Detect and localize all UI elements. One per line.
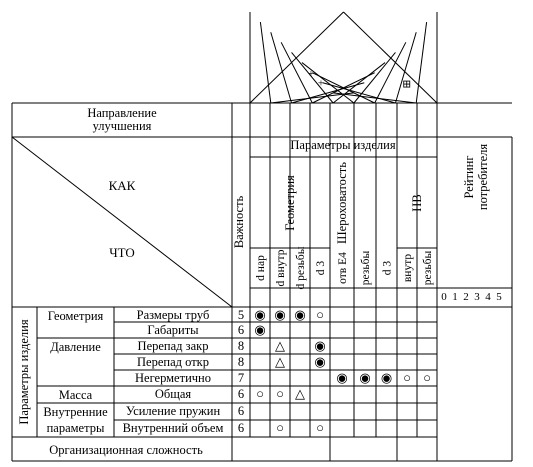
rating-scale-tick: 3 xyxy=(474,291,480,303)
kak-label: КАК xyxy=(109,178,136,193)
rating-scale-tick: 1 xyxy=(452,291,458,303)
row-label: Перепад откр xyxy=(137,355,209,369)
col-label: внутр xyxy=(402,254,414,283)
roof-line xyxy=(332,62,386,104)
rating-scale-tick: 5 xyxy=(496,291,502,303)
relationship-mark: ◉ xyxy=(254,307,265,322)
roof-line xyxy=(353,52,396,104)
col-label: резьбы xyxy=(422,251,434,286)
row-label: Размеры труб xyxy=(137,308,210,322)
product-params-label: Параметры изделия xyxy=(290,138,395,152)
roof-mark: + xyxy=(308,68,314,80)
col-label: d нар xyxy=(255,255,267,281)
relationship-mark: ◉ xyxy=(274,307,285,322)
importance-value: 6 xyxy=(238,323,244,337)
relationship-mark: ◉ xyxy=(254,322,265,337)
roof-line xyxy=(291,52,334,104)
col-label: d 3 xyxy=(315,261,327,276)
importance-value: 5 xyxy=(238,308,244,322)
col-group-label: Шероховатость xyxy=(335,162,349,244)
row-label: Усиление пружин xyxy=(126,404,221,418)
relationship-mark: △ xyxy=(295,386,305,401)
relationship-mark: ○ xyxy=(276,420,284,435)
relationship-mark: ◉ xyxy=(359,370,370,385)
relationship-mark: ○ xyxy=(423,370,431,385)
grid-lines xyxy=(11,102,513,462)
direction-label-line1: Направление xyxy=(87,106,157,120)
rating-label-line1: Рейтинг xyxy=(462,156,476,199)
chto-label: ЧТО xyxy=(109,245,135,260)
header-labels: Направление улучшения КАК ЧТО Важность П… xyxy=(17,106,490,457)
relationship-mark: △ xyxy=(275,338,285,353)
col-group-label: Геометрия xyxy=(283,175,297,231)
relationship-mark: ◉ xyxy=(314,354,325,369)
importance-value: 8 xyxy=(238,355,244,369)
direction-label-line2: улучшения xyxy=(93,119,152,133)
roof-line xyxy=(280,42,313,104)
col-label: d внутр xyxy=(275,249,287,286)
relationship-mark: ◉ xyxy=(314,338,325,353)
grid-line xyxy=(11,136,233,308)
row-side-label: Параметры изделия xyxy=(17,319,31,424)
row-group-label: Масса xyxy=(59,388,93,402)
importance-label: Важность xyxy=(232,195,246,248)
roof-line xyxy=(415,22,428,104)
roof-line xyxy=(333,92,417,104)
importance-value: 7 xyxy=(238,371,244,385)
col-label: d резьбы xyxy=(295,246,307,289)
relationship-mark: △ xyxy=(275,354,285,369)
importance-value: 6 xyxy=(238,404,244,418)
relationship-mark: ○ xyxy=(403,370,411,385)
relationship-mark: ○ xyxy=(316,307,324,322)
relationship-mark: ◉ xyxy=(381,370,392,385)
roof-line xyxy=(312,72,375,104)
row-label: Негерметично xyxy=(135,371,211,385)
roof-line xyxy=(394,32,417,104)
importance-value: 6 xyxy=(238,387,244,401)
importance-value: 6 xyxy=(238,421,244,435)
footer-label: Организационная сложность xyxy=(49,443,203,457)
rating-label-line2: потребителя xyxy=(476,144,490,210)
col-label: d 3 xyxy=(382,261,394,276)
row-group-label: параметры xyxy=(47,421,105,435)
rating-scale-tick: 0 xyxy=(441,291,447,303)
matrix-content: + + ⊞ Геометрия Шероховатость HB d нар d внутр d… xyxy=(43,68,502,435)
row-label: Перепад закр xyxy=(138,339,209,353)
rating-scale-tick: 4 xyxy=(485,291,491,303)
col-group-label: HB xyxy=(410,194,424,211)
relationship-mark: ◉ xyxy=(336,370,347,385)
roof-line xyxy=(270,92,354,104)
row-group-label: Внутренние xyxy=(43,405,108,419)
importance-value: 8 xyxy=(238,339,244,353)
roof-line xyxy=(270,32,293,104)
col-label: резьбы xyxy=(360,251,372,286)
roof-line xyxy=(301,62,355,104)
correlation-roof xyxy=(249,11,438,104)
roof-line xyxy=(322,82,396,104)
roof-mark: ⊞ xyxy=(402,78,411,90)
row-label: Габариты xyxy=(147,323,199,337)
roof-mark: + xyxy=(318,78,324,90)
relationship-mark: ○ xyxy=(256,386,264,401)
row-label: Внутренний объем xyxy=(123,421,224,435)
roof-line xyxy=(374,42,407,104)
col-label: отв E4 xyxy=(337,252,349,284)
relationship-mark: ◉ xyxy=(294,307,305,322)
rating-scale-tick: 2 xyxy=(463,291,469,303)
row-group-label: Геометрия xyxy=(48,309,104,323)
row-group-label: Давление xyxy=(50,340,101,354)
roof-edge xyxy=(343,11,438,104)
relationship-mark: ○ xyxy=(316,420,324,435)
row-label: Общая xyxy=(155,387,192,401)
relationship-mark: ○ xyxy=(276,386,284,401)
roof-line xyxy=(291,82,365,104)
roof-edge xyxy=(249,11,344,104)
roof-line xyxy=(259,22,272,104)
